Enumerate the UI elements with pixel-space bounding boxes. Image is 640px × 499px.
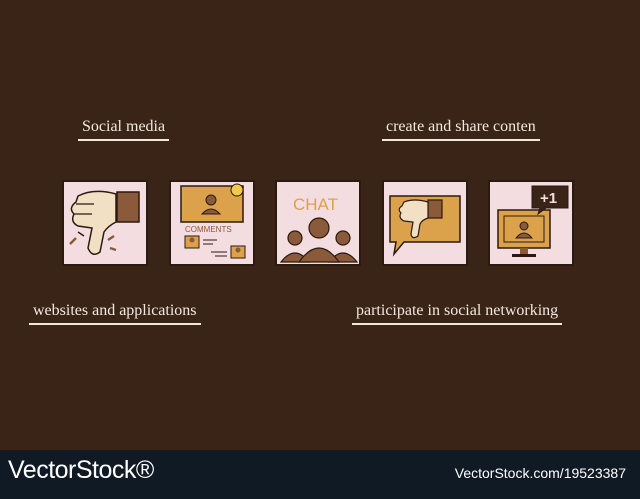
tile-plus-one: +1 (488, 180, 574, 266)
group-icon (279, 217, 359, 263)
watermark-footer: VectorStock® VectorStock.com/19523387 (0, 450, 640, 499)
comments-text: COMMENTS (185, 225, 232, 234)
label-participate: participate in social networking (352, 302, 563, 325)
illustration-canvas: Social media create and share conten web… (29, 118, 574, 325)
label-social-media: Social media (78, 118, 170, 141)
tile-dislike-bubble (382, 180, 468, 266)
badge-icon (531, 185, 569, 216)
plus-one-text: +1 (540, 190, 557, 207)
chat-text: CHAT (293, 195, 338, 214)
image-id: VectorStock.com/19523387 (454, 465, 626, 481)
monitor-icon (497, 209, 551, 257)
brand-logo: VectorStock® (8, 456, 154, 484)
thumbs-down-icon (69, 190, 140, 255)
thumbs-down-icon (398, 199, 443, 239)
tile-thumbs-down (62, 180, 148, 266)
label-create-share: create and share conten (382, 118, 540, 141)
user-icon (205, 194, 217, 206)
tile-chat: CHAT (275, 180, 361, 266)
sun-icon (230, 183, 244, 197)
tile-comments: COMMENTS (169, 180, 255, 266)
label-websites-apps: websites and applications (29, 302, 201, 325)
